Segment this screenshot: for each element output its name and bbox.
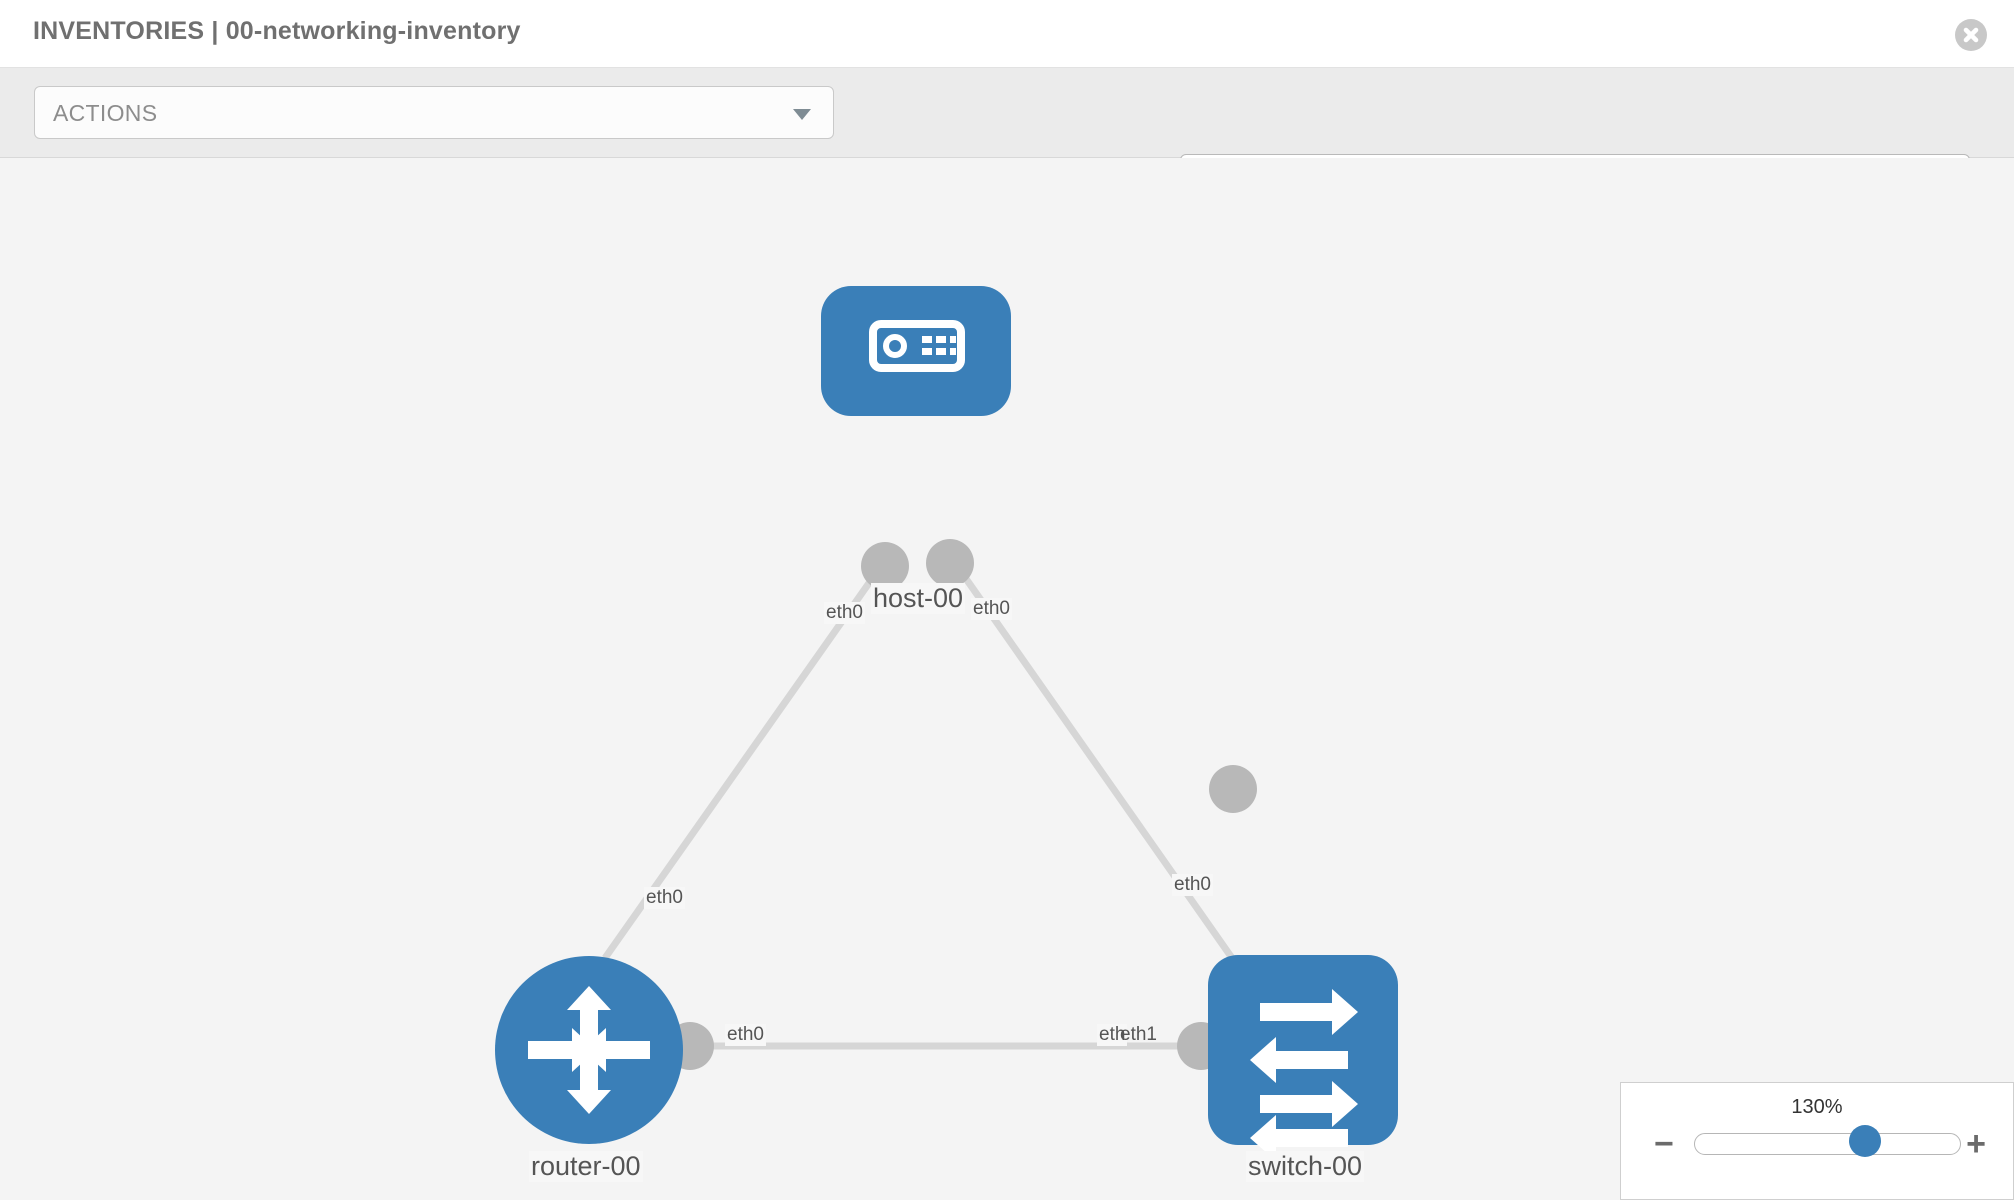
server-icon <box>869 320 965 372</box>
interface-label: eth0 <box>824 602 865 624</box>
switch-icon <box>1250 989 1358 1161</box>
chevron-down-icon <box>793 109 811 120</box>
node-switch-00[interactable] <box>1208 955 1398 1161</box>
edge-host00-switch00[interactable] <box>952 560 1235 961</box>
node-label-switch-00: switch-00 <box>1246 1151 1365 1182</box>
topology-interface-connectors <box>666 539 1257 1070</box>
connector-switch00-eth0[interactable] <box>1209 765 1257 813</box>
interface-label: eth0 <box>1172 874 1213 896</box>
topology-graph <box>495 286 1398 1161</box>
actions-dropdown-label: ACTIONS <box>53 100 158 126</box>
node-host-00[interactable] <box>821 286 1011 416</box>
node-label-router-00: router-00 <box>529 1151 643 1182</box>
zoom-in-button[interactable]: + <box>1966 1125 1986 1163</box>
interface-label: eth <box>1097 1024 1128 1046</box>
connector-host00-eth0-right[interactable] <box>926 539 974 587</box>
zoom-out-button[interactable]: − <box>1654 1125 1674 1163</box>
topology-canvas[interactable]: eth0 host-00 eth0 eth0 eth0 eth0 eth eth… <box>0 158 2014 1200</box>
interface-label: eth0 <box>971 598 1012 620</box>
page-title: INVENTORIES | 00-networking-inventory <box>33 17 521 45</box>
actions-dropdown[interactable]: ACTIONS <box>34 86 834 139</box>
topology-edges <box>602 560 1235 1050</box>
connector-host00-eth0-left[interactable] <box>861 542 909 590</box>
zoom-slider-thumb[interactable] <box>1849 1125 1881 1157</box>
interface-label: eth1 <box>1120 1024 1157 1045</box>
zoom-control-panel: 130% − + <box>1620 1082 2014 1200</box>
node-router-00[interactable] <box>495 956 683 1144</box>
interface-label: eth0 <box>644 887 685 909</box>
page-header: INVENTORIES | 00-networking-inventory <box>0 0 2014 68</box>
close-icon[interactable] <box>1955 19 1987 51</box>
zoom-level-value: 130% <box>1791 1096 1843 1118</box>
zoom-slider-track[interactable] <box>1694 1133 1961 1155</box>
toolbar: ACTIONS SEARCH <box>0 68 2014 207</box>
node-label-host-00: host-00 <box>871 583 966 614</box>
router-icon <box>528 986 650 1114</box>
interface-label: eth0 <box>725 1024 766 1046</box>
